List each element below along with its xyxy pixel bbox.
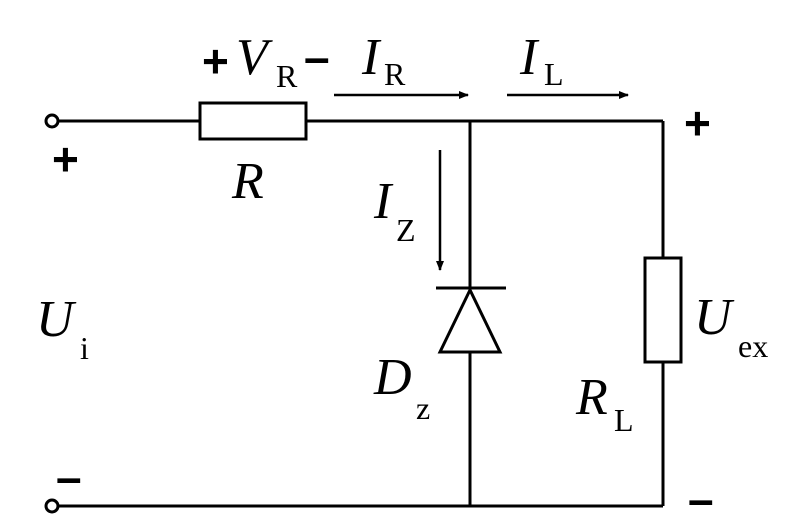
output-plus-sign: + xyxy=(684,97,711,149)
resistor-r xyxy=(198,101,308,141)
input-terminal-top xyxy=(44,113,60,129)
vr-plus-sign: + xyxy=(202,35,229,87)
uex-symbol: U xyxy=(694,289,732,346)
ui-symbol: U xyxy=(36,291,74,348)
il-subscript: L xyxy=(544,56,564,92)
rl-symbol: R xyxy=(576,369,608,426)
il-symbol: I xyxy=(520,29,538,86)
ir-subscript: R xyxy=(384,56,406,92)
input-plus-sign: + xyxy=(52,133,79,185)
rl-subscript: L xyxy=(614,402,634,438)
ir-symbol: I xyxy=(362,29,380,86)
vr-symbol: V xyxy=(236,29,268,86)
input-minus-sign: – xyxy=(56,451,82,503)
vr-minus-sign: – xyxy=(304,31,330,83)
uex-subscript: ex xyxy=(738,328,769,364)
dz-subscript: z xyxy=(416,390,431,426)
dz-symbol: D xyxy=(374,349,412,406)
resistor-rl xyxy=(643,256,683,364)
iz-symbol: I xyxy=(374,173,392,230)
vr-subscript: R xyxy=(276,58,298,94)
resistor-r-label: R xyxy=(232,153,264,210)
ui-subscript: i xyxy=(80,330,89,366)
zener-triangle xyxy=(437,286,503,354)
iz-subscript: Z xyxy=(396,212,416,248)
output-minus-sign: – xyxy=(688,473,714,524)
